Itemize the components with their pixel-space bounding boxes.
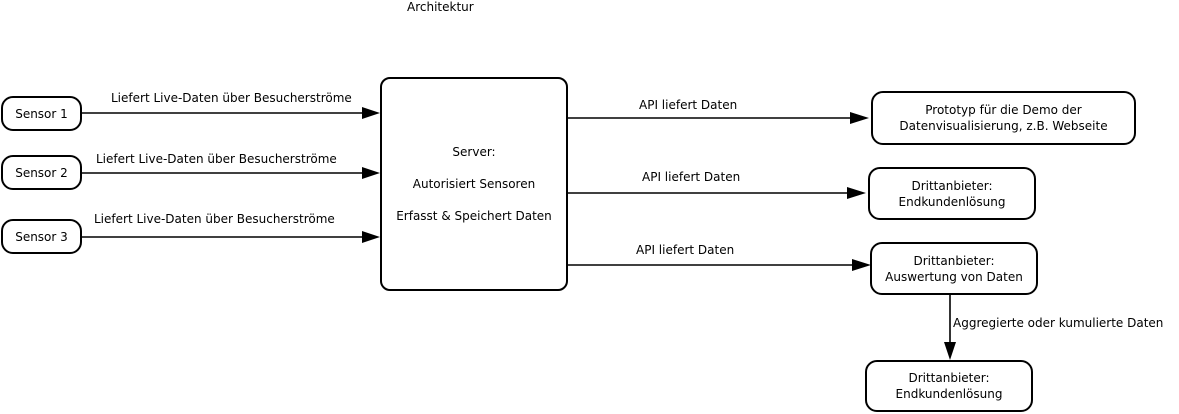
prototype-line-2: Datenvisualisierung, z.B. Webseite	[899, 119, 1108, 133]
sensor-1-node: Sensor 1	[1, 96, 82, 131]
sensor-3-label: Sensor 3	[15, 229, 68, 244]
edge-label-aggregated: Aggregierte oder kumulierte Daten	[953, 316, 1164, 330]
drittanbieter-auswertung-line-1: Drittanbieter:	[913, 253, 995, 268]
arrowhead	[847, 187, 866, 199]
arrowhead	[850, 112, 869, 124]
arrowhead	[852, 259, 871, 271]
arrowhead	[362, 167, 380, 179]
diagram-title: Architektur	[407, 0, 474, 14]
sensor-2-node: Sensor 2	[1, 155, 82, 190]
sensor-3-node: Sensor 3	[1, 219, 82, 254]
drittanbieter-auswertung-line-2: Auswertung von Daten	[885, 269, 1023, 284]
prototype-line-1: Prototyp für die Demo der	[925, 103, 1082, 117]
prototype-node: Prototyp für die Demo der Datenvisualisi…	[871, 91, 1136, 145]
server-auth-text: Autorisiert Sensoren	[412, 177, 536, 191]
downstream-line-1: Drittanbieter:	[908, 371, 990, 385]
drittanbieter-endkunden-line-1: Drittanbieter:	[911, 178, 993, 193]
edge-label-api-2: API liefert Daten	[642, 170, 741, 184]
edge-label-api-3: API liefert Daten	[636, 243, 735, 257]
edge-label-api-1: API liefert Daten	[639, 98, 738, 112]
edge-label-sensor-2: Liefert Live-Daten über Besucherströme	[96, 152, 337, 166]
arrowhead	[944, 342, 956, 360]
sensor-1-label: Sensor 1	[15, 106, 68, 121]
edge-label-sensor-1: Liefert Live-Daten über Besucherströme	[111, 91, 352, 105]
server-node: Server: Autorisiert Sensoren Erfasst & S…	[380, 77, 568, 291]
arrowhead	[362, 231, 380, 243]
drittanbieter-endkunden-line-2: Endkundenlösung	[898, 194, 1006, 209]
arrowhead	[362, 107, 380, 119]
drittanbieter-endkunden-node: Drittanbieter: Endkundenlösung	[868, 167, 1036, 220]
server-store-text: Erfasst & Speichert Daten	[396, 209, 552, 223]
sensor-2-label: Sensor 2	[15, 165, 68, 180]
server-title: Server:	[452, 145, 496, 159]
downstream-endkunden-node: Drittanbieter: Endkundenlösung	[865, 360, 1033, 412]
edge-label-sensor-3: Liefert Live-Daten über Besucherströme	[94, 212, 335, 226]
downstream-line-2: Endkundenlösung	[895, 387, 1003, 401]
drittanbieter-auswertung-node: Drittanbieter: Auswertung von Daten	[870, 242, 1038, 295]
